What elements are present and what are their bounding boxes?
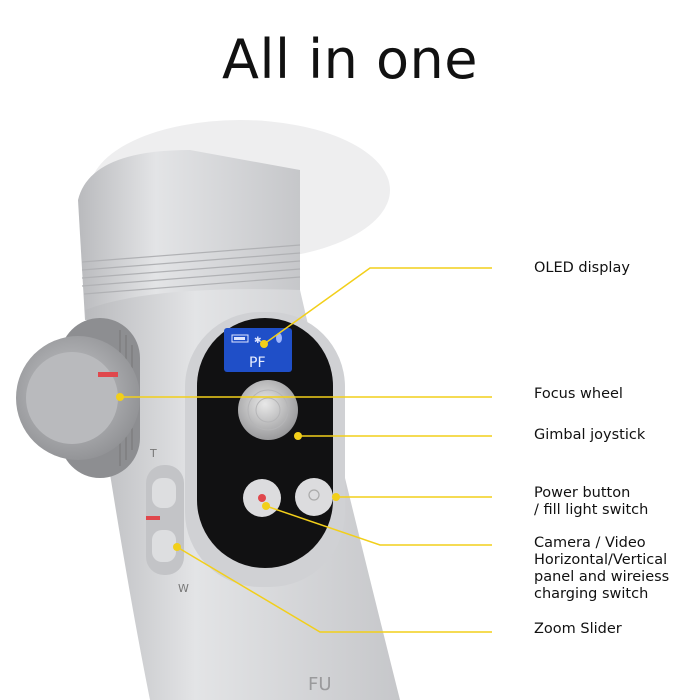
callout-power-button: Power button / fill light switch xyxy=(534,485,648,519)
callout-text: Focus wheel xyxy=(534,386,623,402)
tele-mark: T xyxy=(149,447,157,460)
callout-text: Gimbal joystick xyxy=(534,427,646,443)
callout-camera-video-switch: Camera / Video Horizontal/Vertical panel… xyxy=(534,535,669,603)
callout-text: / fill light switch xyxy=(534,502,649,518)
leader-zoom-slider xyxy=(176,546,492,633)
callout-text: Camera / Video xyxy=(534,535,646,551)
battery-icon xyxy=(231,334,249,343)
callout-text: Zoom Slider xyxy=(534,621,622,637)
callout-text: OLED display xyxy=(534,260,630,276)
power-icon xyxy=(308,489,320,501)
power-button[interactable] xyxy=(295,478,333,516)
oled-mode: PF xyxy=(249,355,266,371)
phone-icon xyxy=(276,333,282,343)
leader-camera-video xyxy=(265,505,492,546)
wide-mark: W xyxy=(178,582,189,595)
brand-mark: FU xyxy=(308,674,332,695)
callout-text: charging switch xyxy=(534,586,649,602)
leader-lines xyxy=(120,267,492,633)
leader-oled xyxy=(263,267,492,345)
callout-text: Power button xyxy=(534,485,631,501)
bluetooth-icon: ✱ xyxy=(254,336,262,346)
callout-focus-wheel: Focus wheel xyxy=(534,386,623,403)
callout-text: panel and wireiess xyxy=(534,569,670,585)
callout-text: Horizontal/Vertical xyxy=(534,552,668,568)
callout-gimbal-joystick: Gimbal joystick xyxy=(534,427,645,444)
gimbal-joystick[interactable] xyxy=(238,380,298,440)
callout-oled-display: OLED display xyxy=(534,260,630,277)
rotating-collar xyxy=(78,150,300,320)
callout-zoom-slider: Zoom Slider xyxy=(534,621,622,638)
collar-ridges xyxy=(81,244,301,295)
page-title: All in one xyxy=(222,28,478,91)
